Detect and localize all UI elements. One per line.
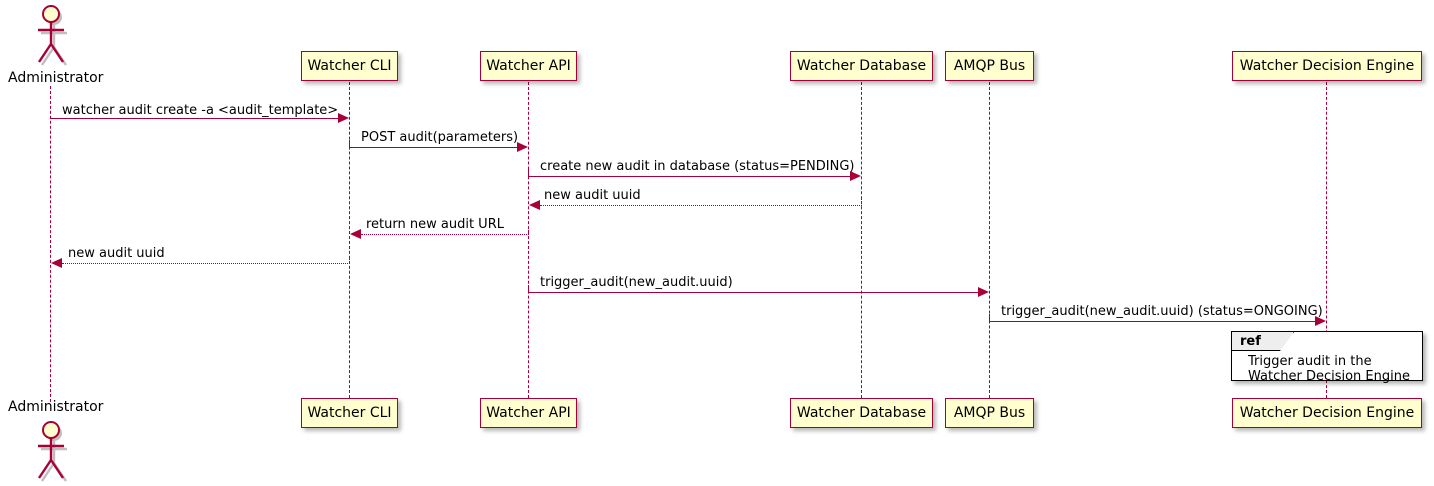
participant-watcher-api-bottom[interactable]: Watcher API	[480, 398, 577, 428]
participant-watcher-decision-engine-bottom[interactable]: Watcher Decision Engine	[1232, 398, 1422, 428]
participant-label-watcher-decision-engine-top: Watcher Decision Engine	[1239, 58, 1415, 74]
message-arrowhead-1	[338, 113, 349, 123]
message-line-6	[62, 263, 350, 264]
message-arrowhead-4	[529, 200, 540, 210]
participant-label-amqp-bus-top: AMQP Bus	[953, 58, 1026, 74]
message-line-2	[349, 147, 517, 148]
participant-watcher-decision-engine-top[interactable]: Watcher Decision Engine	[1232, 51, 1422, 81]
message-arrowhead-7	[978, 287, 989, 297]
lifeline-watcher-api	[528, 82, 529, 398]
actor-label-administrator-top: Administrator	[8, 70, 104, 86]
participant-watcher-database-top[interactable]: Watcher Database	[790, 51, 933, 81]
message-label-5: return new audit URL	[366, 217, 504, 232]
message-label-8: trigger_audit(new_audit.uuid) (status=ON…	[1001, 304, 1323, 319]
message-stub-2	[349, 140, 350, 148]
participant-label-watcher-cli-bottom: Watcher CLI	[307, 405, 392, 421]
message-line-3	[528, 176, 850, 177]
message-label-7: trigger_audit(new_audit.uuid)	[540, 275, 733, 290]
participant-label-watcher-decision-engine-bottom: Watcher Decision Engine	[1239, 405, 1415, 421]
participant-amqp-bus-bottom[interactable]: AMQP Bus	[945, 398, 1034, 428]
message-line-1	[50, 118, 338, 119]
actor-administrator-top	[28, 2, 74, 70]
message-stub-8	[989, 314, 990, 322]
ref-fragment-trigger-audit[interactable]: ref Trigger audit in the Watcher Decisio…	[1231, 331, 1423, 384]
message-line-4	[540, 205, 862, 206]
lifeline-amqp-bus	[989, 82, 990, 398]
message-line-7	[528, 292, 978, 293]
participant-watcher-cli-bottom[interactable]: Watcher CLI	[301, 398, 398, 428]
ref-fragment-line-2: Watcher Decision Engine	[1248, 369, 1410, 384]
ref-fragment-line-1: Trigger audit in the	[1248, 354, 1372, 369]
lifeline-watcher-database	[861, 82, 862, 398]
message-arrowhead-8	[1315, 316, 1326, 326]
message-arrowhead-6	[51, 258, 62, 268]
message-stub-3	[528, 169, 529, 177]
message-arrowhead-3	[850, 171, 861, 181]
participant-amqp-bus-top[interactable]: AMQP Bus	[945, 51, 1034, 81]
actor-label-administrator-bottom: Administrator	[8, 399, 104, 415]
message-label-2: POST audit(parameters)	[361, 130, 519, 145]
lifeline-watcher-decision-engine	[1326, 82, 1327, 398]
participant-label-amqp-bus-bottom: AMQP Bus	[953, 405, 1026, 421]
participant-label-watcher-api-bottom: Watcher API	[486, 405, 571, 421]
lifeline-watcher-cli	[349, 82, 350, 398]
participant-label-watcher-database-top: Watcher Database	[796, 58, 927, 74]
message-label-4: new audit uuid	[544, 188, 641, 203]
message-line-8	[989, 321, 1315, 322]
message-stub-7	[528, 285, 529, 293]
participant-label-watcher-cli-top: Watcher CLI	[307, 58, 392, 74]
actor-stick-figure-icon	[38, 5, 67, 66]
ref-fragment-tab: ref	[1232, 332, 1294, 351]
message-arrowhead-2	[517, 142, 528, 152]
message-arrowhead-5	[350, 229, 361, 239]
message-line-5	[361, 234, 529, 235]
lifeline-administrator	[50, 86, 51, 402]
message-stub-6	[349, 256, 350, 264]
ref-fragment-tab-label: ref	[1240, 333, 1261, 349]
participant-watcher-database-bottom[interactable]: Watcher Database	[790, 398, 933, 428]
participant-watcher-cli-top[interactable]: Watcher CLI	[301, 51, 398, 81]
participant-label-watcher-api-top: Watcher API	[486, 58, 571, 74]
message-stub-5	[528, 227, 529, 235]
message-label-1: watcher audit create -a <audit_template>	[62, 103, 339, 118]
message-stub-4	[861, 198, 862, 206]
actor-administrator-bottom	[28, 418, 74, 486]
message-label-3: create new audit in database (status=PEN…	[540, 159, 855, 174]
participant-watcher-api-top[interactable]: Watcher API	[480, 51, 577, 81]
message-label-6: new audit uuid	[68, 246, 165, 261]
actor-stick-figure-icon	[38, 421, 67, 482]
participant-label-watcher-database-bottom: Watcher Database	[796, 405, 927, 421]
